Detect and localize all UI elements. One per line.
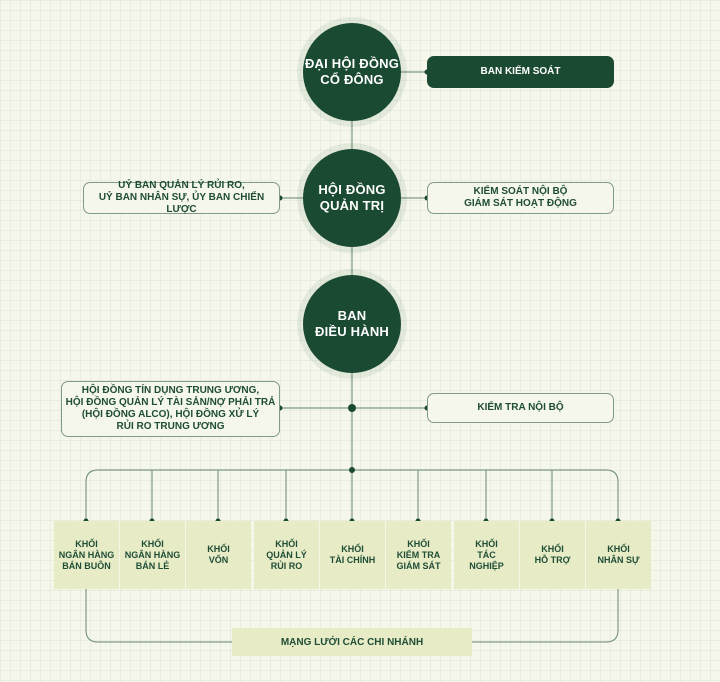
department-finance: KHỐI TÀI CHÍNH: [320, 521, 385, 589]
department-inspection: KHỐI KIỂM TRA GIÁM SÁT: [386, 521, 451, 589]
internal-audit-node: KIỂM TRA NỘI BỘ: [427, 393, 614, 423]
department-human-resources: KHỐI NHÂN SỰ: [586, 521, 651, 589]
branch-network-label: MẠNG LƯỚI CÁC CHI NHÁNH: [232, 628, 472, 656]
shareholders-node: ĐẠI HỘI ĐỒNG CỔ ĐÔNG: [303, 23, 401, 121]
supervisory-board-node: BAN KIỂM SOÁT: [427, 56, 614, 88]
department-retail-banking: KHỐI NGÂN HÀNG BÁN LẺ: [120, 521, 185, 589]
department-operations: KHỐI TÁC NGHIỆP: [454, 521, 519, 589]
department-risk-management: KHỐI QUẢN LÝ RỦI RO: [254, 521, 319, 589]
department-support: KHỐI HỖ TRỢ: [520, 521, 585, 589]
department-wholesale-banking: KHỐI NGÂN HÀNG BÁN BUÔN: [54, 521, 119, 589]
board-of-directors-node: HỘI ĐỒNG QUẢN TRỊ: [303, 149, 401, 247]
executive-board-node: BAN ĐIỀU HÀNH: [303, 275, 401, 373]
board-committees-node: UỶ BAN QUẢN LÝ RỦI RO, UỶ BAN NHÂN SỰ, Ủ…: [83, 180, 280, 215]
executive-councils-node: HỘI ĐỒNG TÍN DỤNG TRUNG ƯƠNG, HỘI ĐỒNG Q…: [61, 381, 280, 437]
department-capital: KHỐI VỐN: [186, 521, 251, 589]
internal-control-node: KIỂM SOÁT NỘI BỘ GIÁM SÁT HOẠT ĐỘNG: [427, 182, 614, 214]
